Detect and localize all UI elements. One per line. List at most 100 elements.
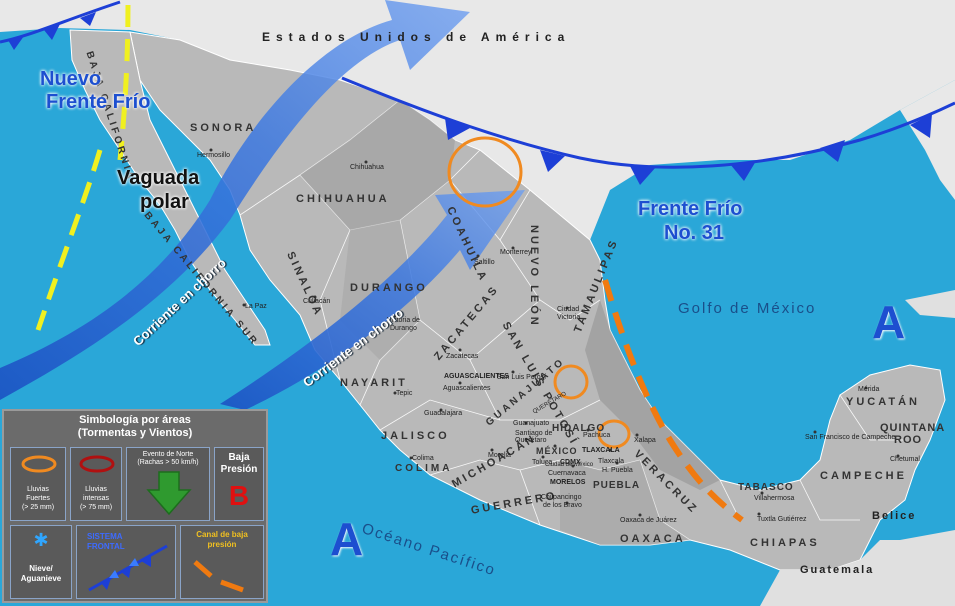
label-trough-line2: polar <box>140 191 189 213</box>
city-culiacan: Culiacán <box>303 298 331 305</box>
legend-panel: Simbología por áreas (Tormentas y Viento… <box>2 409 268 603</box>
city-aguascalientes: Aguascalientes <box>443 385 491 392</box>
polar-trough-line-1 <box>117 4 131 161</box>
city-xalapa: Xalapa <box>634 437 656 444</box>
legend-intense-rain-1: Lluvias <box>85 486 107 493</box>
cold-front-north-triangles <box>8 12 96 50</box>
city-la-paz: La Paz <box>245 303 267 310</box>
city-dots <box>209 148 900 517</box>
state-tlaxcala: TLAXCALA <box>582 447 620 454</box>
legend-low-trough: Canal de baja presión <box>180 525 264 599</box>
heavy-rain-area-coahuila <box>447 136 523 208</box>
city-chilpancingo-1: Chilpancingo <box>541 494 582 501</box>
jet-stream-arrow-1 <box>0 0 470 400</box>
city-guadalajara: Guadalajara <box>424 410 463 417</box>
sea-gulf-of-mexico: Golfo de México <box>678 300 817 317</box>
city-monterrey: Monterrey <box>500 249 532 256</box>
city-colima: Colima <box>412 455 434 462</box>
cold-front-31 <box>341 76 955 169</box>
state-chihuahua: CHIHUAHUA <box>296 193 390 205</box>
city-ciudad-victoria-1: Ciudad <box>557 306 580 313</box>
city-chihuahua: Chihuahua <box>350 164 384 171</box>
low-pressure-trough <box>602 279 744 523</box>
label-new-front-line1: Nuevo <box>40 68 102 90</box>
city-villahermosa: Villahermosa <box>754 495 795 502</box>
city-guanajuato: Guanajuato <box>513 420 550 427</box>
state-puebla: PUEBLA <box>593 480 641 491</box>
guatemala-land <box>760 530 955 606</box>
city-hermosillo: Hermosillo <box>197 152 231 159</box>
shaded-state-veracruz <box>585 300 720 490</box>
snowflake-icon: ✱ <box>33 530 49 550</box>
legend-intense-rain-3: (> 75 mm) <box>79 504 113 511</box>
label-front-31-line1: Frente Frío <box>638 198 743 220</box>
city-queretaro-2: Querétaro <box>515 437 547 444</box>
legend-north-event-2: (Rachas > 50 km/h) <box>137 459 199 466</box>
state-colima: COLIMA <box>395 463 453 474</box>
heavy-rain-area-slp <box>553 364 589 400</box>
city-puebla: H. Puebla <box>602 467 633 474</box>
low-trough-icon <box>193 560 244 593</box>
high-pressure-pacific: A <box>330 513 364 565</box>
city-ciudad-victoria-2: Victoria <box>557 314 581 321</box>
city-chilpancingo-2: de los Bravo <box>543 502 582 509</box>
state-campeche: CAMPECHE <box>820 470 907 482</box>
state-hidalgo: HIDALGO <box>552 423 606 434</box>
legend-trough-2: presión <box>207 540 237 549</box>
state-cdmx: CDMX <box>560 459 581 466</box>
city-merida: Mérida <box>858 386 880 393</box>
country-belize: Belice <box>872 510 917 522</box>
city-campeche: San Francisco de Campeche <box>805 434 896 441</box>
legend-front-2: FRONTAL <box>87 542 125 551</box>
city-san-luis-potosi: San Luis Potosí <box>497 374 547 381</box>
intense-rain-icon <box>79 455 115 473</box>
cuba <box>905 290 955 318</box>
state-quintana-roo-2: ROO <box>894 434 923 446</box>
legend-trough-1: Canal de baja <box>196 530 248 539</box>
legend-title: Simbología por áreas (Tormentas y Viento… <box>4 414 266 440</box>
jet-stream-arrow-2 <box>220 190 525 410</box>
legend-north-event-1: Evento de Norte <box>142 451 194 458</box>
legend-low-1: Baja <box>228 452 250 463</box>
legend-title-line1: Simbología por áreas <box>79 414 191 426</box>
state-nuevo-leon: NUEVO LEÓN <box>528 225 540 328</box>
label-new-front-line2: Frente Frío <box>46 91 151 113</box>
usa-land <box>0 0 955 240</box>
state-aguascalientes: AGUASCALIENTES <box>444 373 509 380</box>
legend-heavy-rain-2: Fuertes <box>26 495 50 502</box>
legend-intense-rain: Lluvias intensas (> 75 mm) <box>70 447 122 521</box>
legend-heavy-rain-3: (> 25 mm) <box>21 504 55 511</box>
city-oaxaca: Oaxaca de Juárez <box>620 517 677 524</box>
state-chiapas: CHIAPAS <box>750 537 820 549</box>
state-morelos: MORELOS <box>550 479 586 486</box>
legend-intense-rain-2: intensas <box>82 495 110 502</box>
state-sonora: SONORA <box>190 122 257 134</box>
legend-low-2: Presión <box>220 464 258 475</box>
state-nayarit: NAYARIT <box>340 377 408 389</box>
legend-heavy-rain-1: Lluvias <box>27 486 49 493</box>
heavy-rain-icon <box>21 455 57 473</box>
city-victoria-de: Victoria de <box>387 317 420 324</box>
heavy-rain-area-puebla <box>597 419 631 449</box>
label-front-31-line2: No. 31 <box>664 222 725 244</box>
state-durango: DURANGO <box>350 282 428 294</box>
city-queretaro-1: Santiago de <box>515 430 553 437</box>
cold-front-31-triangles <box>445 114 932 185</box>
polar-trough-line-2 <box>35 149 103 331</box>
legend-north-event: Evento de Norte (Rachas > 50 km/h) <box>126 447 210 521</box>
legend-frontal-system: SISTEMA FRONTAL <box>76 525 176 599</box>
label-trough-line1: Vaguada <box>117 167 200 189</box>
state-tabasco: TABASCO <box>738 482 794 493</box>
frontal-system-icon <box>88 544 168 592</box>
city-chetumal: Chetumal <box>890 456 920 463</box>
legend-low-pressure: Baja Presión B <box>214 447 264 521</box>
legend-heavy-rain: Lluvias Fuertes (> 25 mm) <box>10 447 66 521</box>
state-jalisco: JALISCO <box>381 430 450 442</box>
legend-snow-2: Aguanieve <box>20 574 62 583</box>
city-saltillo: Saltillo <box>474 259 495 266</box>
legend-snow: ✱ Nieve/ Aguanieve <box>10 525 72 599</box>
state-mexico: MÉXICO <box>536 446 578 456</box>
state-oaxaca: OAXACA <box>620 533 686 545</box>
city-zacatecas: Zacatecas <box>446 353 479 360</box>
country-usa: Estados Unidos de América <box>262 30 571 44</box>
